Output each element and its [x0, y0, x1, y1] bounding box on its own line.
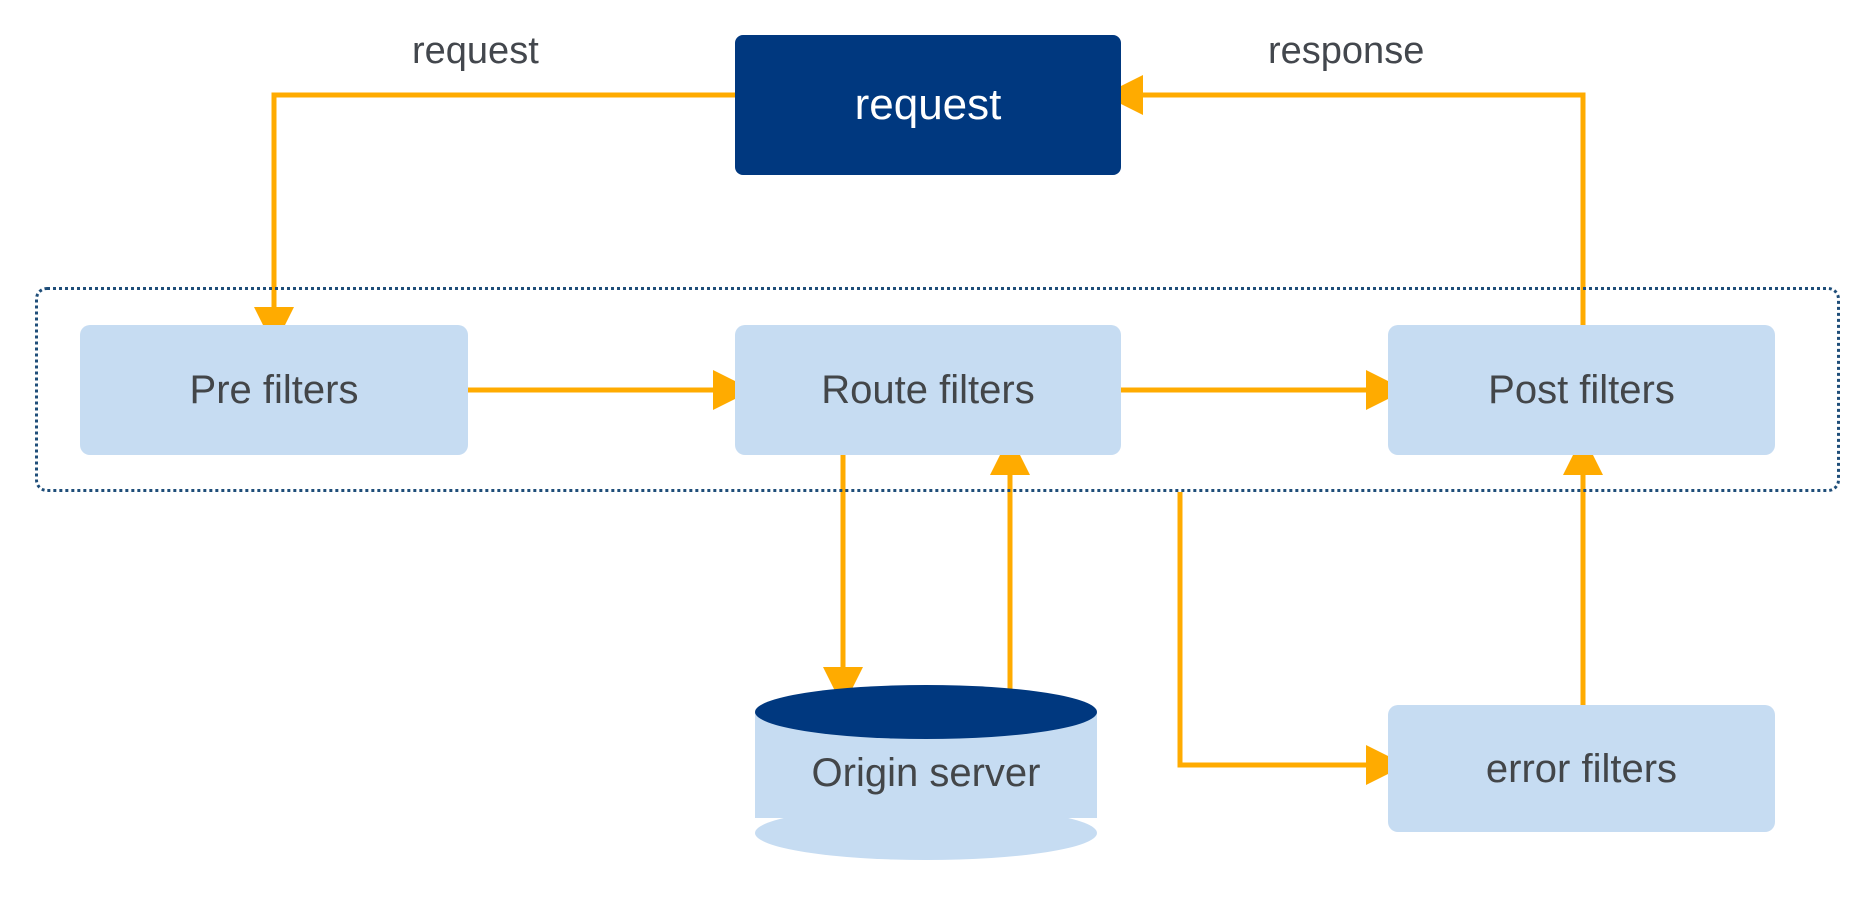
cylinder-top-ellipse [755, 685, 1097, 739]
node-origin-server-label: Origin server [811, 750, 1041, 795]
node-pre-filters-label: Pre filters [189, 368, 359, 412]
node-pre-filters[interactable]: Pre filters [80, 325, 468, 455]
filter-chain-group [35, 287, 1840, 492]
node-route-filters[interactable]: Route filters [735, 325, 1121, 455]
node-route-filters-label: Route filters [821, 368, 1035, 412]
node-request-source[interactable]: request [735, 35, 1121, 175]
node-origin-server[interactable]: Origin server [755, 685, 1097, 860]
node-post-filters-label: Post filters [1488, 368, 1675, 412]
edge-label-request: request [412, 30, 539, 72]
edge-label-response: response [1268, 30, 1425, 72]
node-error-filters[interactable]: error filters [1388, 705, 1775, 832]
node-request-source-label: request [854, 79, 1002, 129]
node-post-filters[interactable]: Post filters [1388, 325, 1775, 455]
node-error-filters-label: error filters [1485, 746, 1678, 791]
edge-request-to-pre-filters [254, 92, 735, 347]
edge-route-to-error [1177, 492, 1406, 785]
